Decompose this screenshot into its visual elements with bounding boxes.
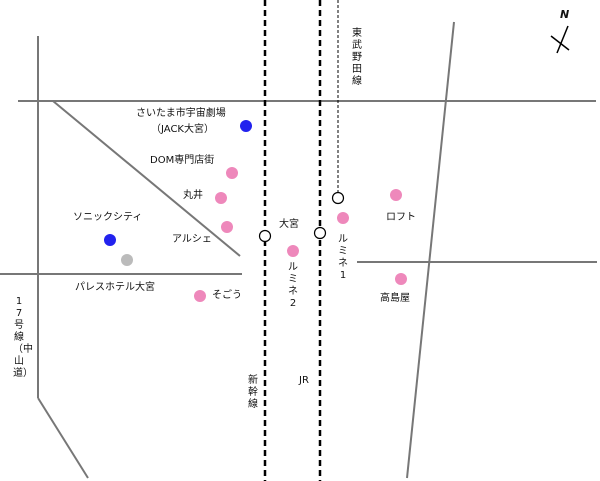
label-sogo: そごう	[212, 290, 242, 301]
omiya-tobu-station	[331, 191, 345, 205]
marker-dom	[226, 167, 238, 179]
label-dom: DOM専門店街	[150, 155, 215, 166]
label-marui: 丸井	[183, 190, 203, 201]
marker-loft	[390, 189, 402, 201]
label-palace-hotel: パレスホテル大宮	[75, 282, 155, 293]
road-diagonal	[52, 100, 241, 257]
marker-sogo	[194, 290, 206, 302]
road-east-vertical	[406, 21, 455, 479]
marker-takashimaya	[395, 273, 407, 285]
label-route17: 17号線（中山道）	[13, 296, 33, 379]
compass-letter: N	[560, 8, 570, 21]
station-markers	[258, 191, 345, 243]
label-lumine1: ルミネ1	[338, 234, 348, 281]
omiya-jr-station	[313, 226, 327, 240]
label-loft: ロフト	[386, 212, 416, 223]
label-lumine2: ルミネ2	[288, 262, 298, 309]
label-tobu-noda-line: 東武野田線	[352, 28, 362, 87]
marker-lumine1	[337, 212, 349, 224]
roads	[0, 21, 597, 479]
marker-arche	[221, 221, 233, 233]
marker-lumine2	[287, 245, 299, 257]
label-jr: JR	[299, 375, 309, 386]
label-space-theater: さいたま市宇宙劇場	[136, 108, 226, 119]
label-jack-omiya: （JACK大宮）	[151, 124, 214, 135]
marker-marui	[215, 192, 227, 204]
label-omiya-station: 大宮	[279, 219, 299, 230]
marker-space-theater	[240, 120, 252, 132]
label-takashimaya: 高島屋	[380, 293, 410, 304]
road-route17-lower	[37, 397, 89, 479]
railways	[263, 0, 322, 481]
compass-icon	[550, 25, 570, 54]
place-markers	[104, 120, 407, 302]
label-sonic-city: ソニックシティ	[73, 212, 143, 223]
label-arche: アルシェ	[172, 234, 212, 245]
marker-sonic-city	[104, 234, 116, 246]
omiya-shinkansen-station	[258, 229, 272, 243]
label-shinkansen: 新幹線	[248, 375, 258, 410]
marker-palace-hotel	[121, 254, 133, 266]
